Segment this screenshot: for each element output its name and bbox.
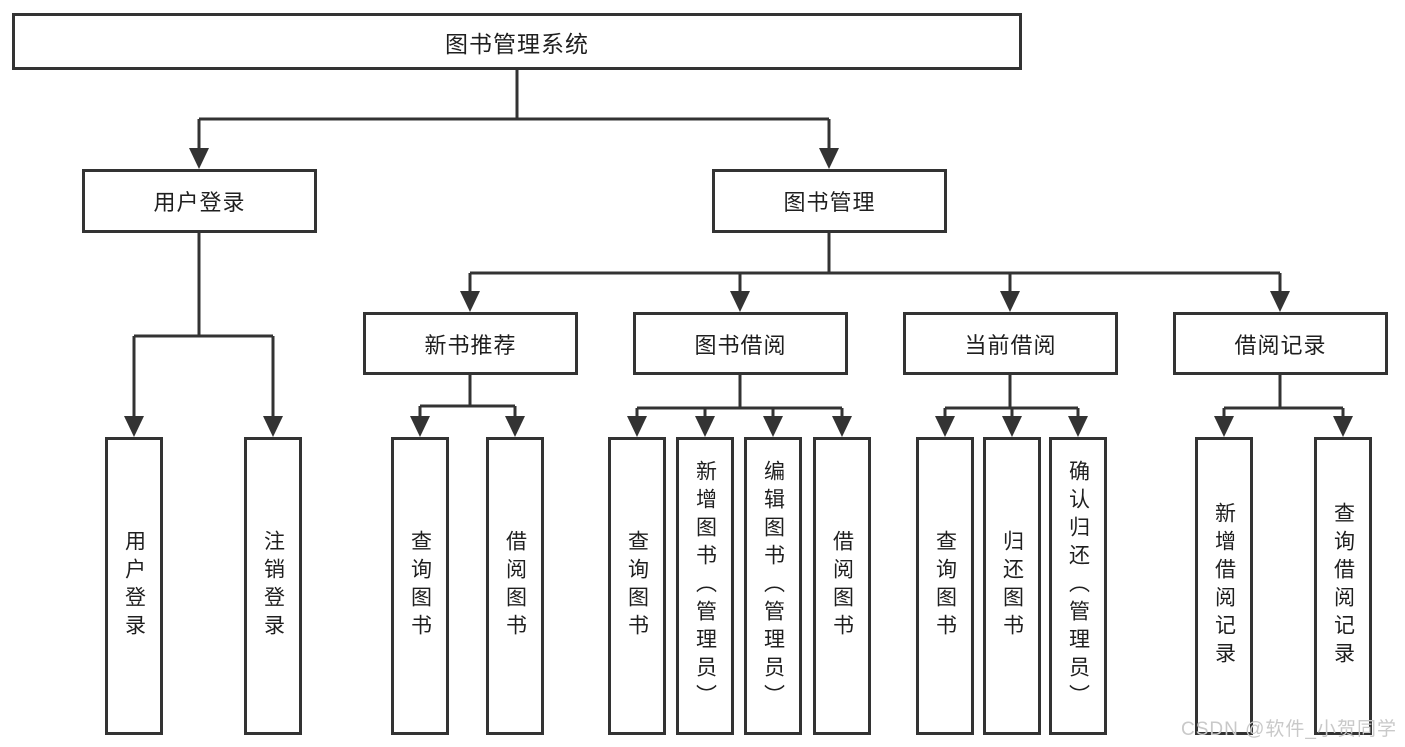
- leaf-user-login: 用户登录: [105, 437, 163, 735]
- node-current-borrow: 当前借阅: [903, 312, 1118, 375]
- node-user-login: 用户登录: [82, 169, 317, 233]
- node-book-borrow: 图书借阅: [633, 312, 848, 375]
- node-borrow-records: 借阅记录: [1173, 312, 1388, 375]
- leaf-logout: 注销登录: [244, 437, 302, 735]
- leaf-borrow-add-books-admin: 新增图书（管理员）: [676, 437, 734, 735]
- leaf-newbook-borrow-books: 借阅图书: [486, 437, 544, 735]
- node-root-system: 图书管理系统: [12, 13, 1022, 70]
- leaf-newbook-query-books: 查询图书: [391, 437, 449, 735]
- leaf-borrow-borrow-books: 借阅图书: [813, 437, 871, 735]
- leaf-records-query-record: 查询借阅记录: [1314, 437, 1372, 735]
- node-new-book-recommend: 新书推荐: [363, 312, 578, 375]
- leaf-borrow-query-books: 查询图书: [608, 437, 666, 735]
- leaf-records-add-record: 新增借阅记录: [1195, 437, 1253, 735]
- arrowheads: [124, 148, 1353, 437]
- leaf-current-confirm-return-admin: 确认归还（管理员）: [1049, 437, 1107, 735]
- csdn-watermark: CSDN @软件_小贺同学: [1181, 719, 1397, 740]
- leaf-current-query-books: 查询图书: [916, 437, 974, 735]
- leaf-current-return-books: 归还图书: [983, 437, 1041, 735]
- leaf-borrow-edit-books-admin: 编辑图书（管理员）: [744, 437, 802, 735]
- node-book-management: 图书管理: [712, 169, 947, 233]
